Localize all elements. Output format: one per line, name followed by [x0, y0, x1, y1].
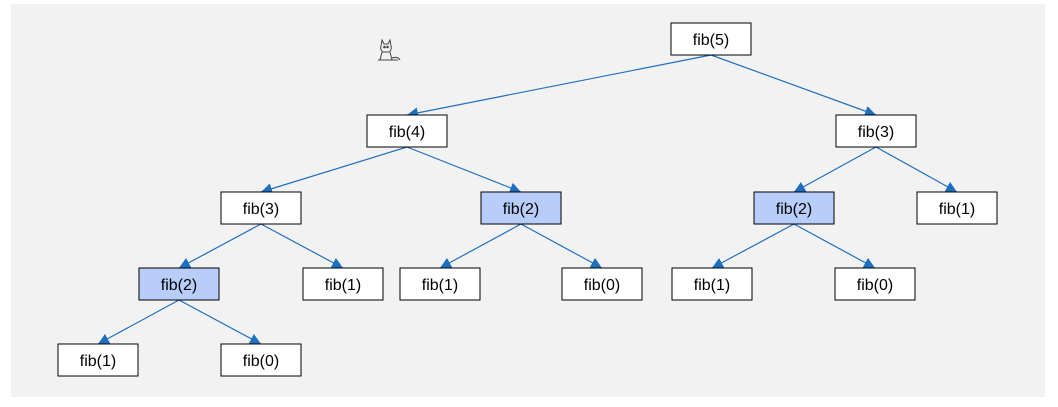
node-box — [561, 267, 643, 301]
cat-sketch-icon — [378, 38, 401, 61]
node-label: fib(3) — [243, 201, 279, 218]
edge-n0-n1 — [406, 54, 712, 119]
tree-node: fib(4) — [366, 114, 448, 148]
edge-n2-n6 — [875, 146, 958, 193]
tree-node: fib(1) — [302, 267, 384, 301]
tree-node: fib(1) — [671, 267, 753, 301]
node-label: fib(1) — [694, 277, 730, 294]
node-box — [366, 114, 448, 148]
edge-n1-n3 — [260, 146, 408, 195]
tree-node: fib(2) — [138, 267, 220, 301]
node-label: fib(4) — [389, 124, 425, 141]
edge-n0-n2 — [710, 54, 877, 117]
node-label: fib(2) — [776, 201, 812, 218]
tree-node: fib(5) — [670, 22, 752, 56]
node-label: fib(0) — [857, 277, 893, 294]
node-label: fib(1) — [939, 201, 975, 218]
tree-node: fib(0) — [834, 267, 916, 301]
node-label: fib(1) — [80, 353, 116, 370]
node-box — [670, 22, 752, 56]
edge-n5-n11 — [711, 223, 795, 269]
node-label: fib(1) — [325, 277, 361, 294]
edge-n2-n5 — [793, 146, 877, 193]
node-label: fib(2) — [161, 277, 197, 294]
edge-n1-n4 — [406, 146, 522, 194]
node-box — [220, 191, 302, 225]
node-box — [57, 343, 139, 377]
edge-n7-n13 — [97, 299, 180, 345]
node-label: fib(5) — [693, 32, 729, 49]
node-label: fib(3) — [858, 124, 894, 141]
tree-node: fib(1) — [916, 191, 998, 225]
node-box — [835, 114, 917, 148]
node-box — [302, 267, 384, 301]
node-box — [671, 267, 753, 301]
node-label: fib(0) — [584, 277, 620, 294]
node-label: fib(0) — [243, 353, 279, 370]
edges-layer — [97, 54, 958, 345]
node-box — [220, 343, 302, 377]
edge-n5-n12 — [793, 223, 876, 269]
tree-node: fib(1) — [57, 343, 139, 377]
tree-node: fib(3) — [220, 191, 302, 225]
edge-n7-n14 — [178, 299, 262, 345]
tree-node: fib(0) — [561, 267, 643, 301]
node-box — [916, 191, 998, 225]
node-label: fib(1) — [422, 277, 458, 294]
edge-n4-n10 — [520, 223, 603, 269]
node-box-highlighted — [138, 267, 220, 301]
node-box-highlighted — [480, 191, 562, 225]
edge-n3-n7 — [178, 223, 262, 269]
node-label: fib(2) — [503, 201, 539, 218]
tree-node: fib(1) — [399, 267, 481, 301]
edge-n4-n9 — [439, 223, 522, 269]
node-box-highlighted — [753, 191, 835, 225]
tree-node: fib(3) — [835, 114, 917, 148]
tree-node: fib(2) — [480, 191, 562, 225]
tree-node: fib(2) — [753, 191, 835, 225]
edge-n3-n8 — [260, 223, 344, 269]
nodes-layer: fib(5) fib(4) fib(3) fib(3) fib(2) fib(2) fib(… — [57, 22, 998, 377]
node-box — [834, 267, 916, 301]
node-box — [399, 267, 481, 301]
tree-node: fib(0) — [220, 343, 302, 377]
